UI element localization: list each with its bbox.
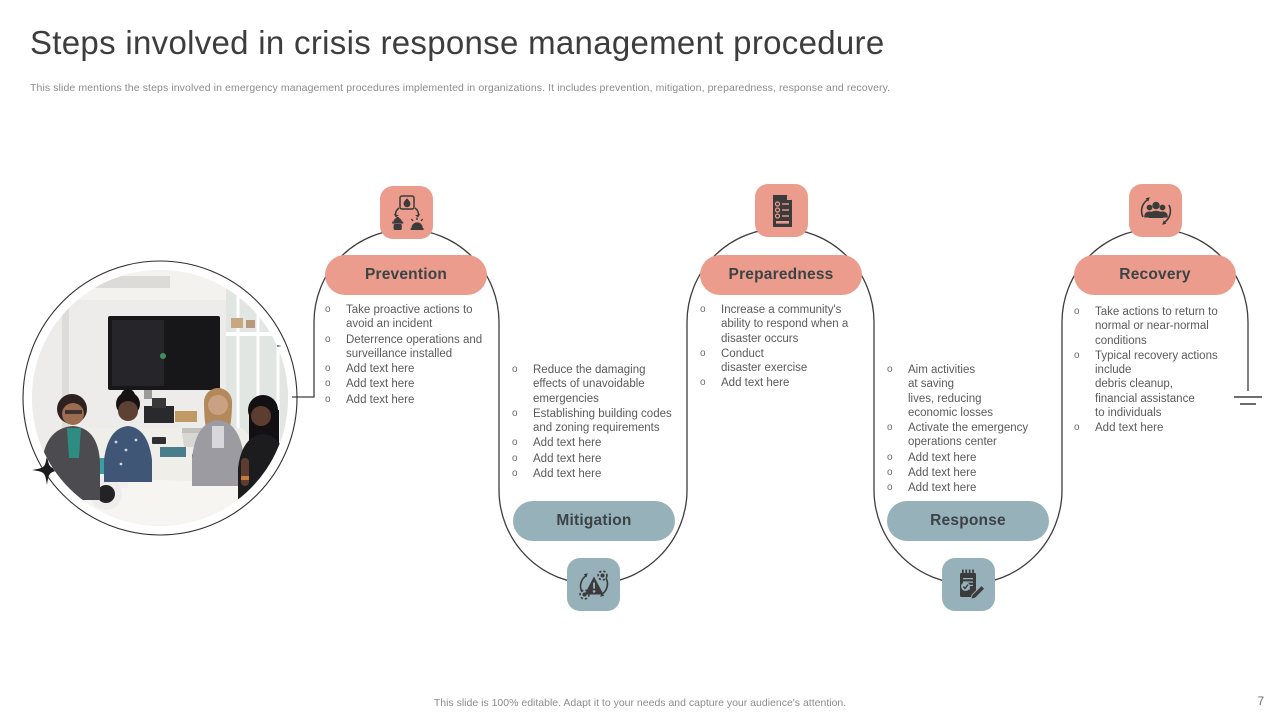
slide-subtitle: This slide mentions the steps involved i…: [30, 82, 891, 94]
bullet-marker: o: [325, 363, 331, 375]
response-label: Response: [887, 501, 1049, 541]
ground-terminal-icon: [1234, 396, 1262, 405]
bullet-item: o Add text here: [509, 467, 685, 481]
bullet-marker: o: [325, 304, 331, 315]
bullet-item: o Typical recovery actions include debris…: [1071, 349, 1247, 420]
bullet-item: o Add text here: [1071, 421, 1247, 435]
bullet-item: o Add text here: [884, 451, 1060, 465]
bullet-item: o Add text here: [697, 376, 873, 390]
bullet-marker: o: [700, 377, 706, 389]
response-bullet-list: o Aim activities at saving lives, reducin…: [884, 363, 1060, 497]
recovery-label: Recovery: [1074, 255, 1236, 295]
bullet-marker: o: [1074, 422, 1080, 434]
bullet-text: Add text here: [908, 482, 977, 495]
bullet-item: o Add text here: [884, 466, 1060, 480]
page-number: 7: [1257, 696, 1264, 708]
bullet-marker: o: [325, 393, 331, 405]
bullet-marker: o: [887, 482, 893, 494]
checklist-document-icon: [755, 184, 808, 237]
prevention-bullet-list: o Take proactive actions to avoid an inci…: [322, 303, 498, 408]
bullet-text: Add text here: [1095, 422, 1164, 435]
bullet-marker: o: [887, 364, 893, 375]
bullet-text: Aim activities at saving lives, reducing…: [908, 364, 994, 419]
bullet-item: o Take proactive actions to avoid an inci…: [322, 303, 498, 332]
bullet-marker: o: [700, 304, 706, 315]
team-meeting-photo: [32, 270, 288, 526]
preparedness-label: Preparedness: [700, 255, 862, 295]
bullet-marker: o: [1074, 306, 1080, 317]
bullet-item: o Conduct disaster exercise: [697, 347, 873, 376]
photo-ring: [22, 260, 298, 536]
bullet-marker: o: [1074, 349, 1080, 361]
notepad-check-pencil-icon: [942, 558, 995, 611]
bullet-item: o Aim activities at saving lives, reducin…: [884, 363, 1060, 420]
mitigation-label: Mitigation: [513, 501, 675, 541]
bullet-marker: o: [512, 437, 518, 449]
bullet-marker: o: [887, 451, 893, 463]
bullet-item: o Add text here: [322, 362, 498, 376]
bullet-text: Take proactive actions to avoid an incid…: [346, 304, 473, 331]
bullet-text: Add text here: [533, 468, 602, 481]
bullet-marker: o: [512, 364, 518, 375]
bullet-item: o Add text here: [884, 481, 1060, 495]
bullet-item: o Take actions to return to normal or nea…: [1071, 305, 1247, 348]
bullet-item: o Deterrence operations and surveillance …: [322, 333, 498, 362]
bullet-item: o Reduce the damaging effects of unavoida…: [509, 363, 685, 406]
bullet-marker: o: [325, 378, 331, 390]
bullet-item: o Add text here: [509, 452, 685, 466]
bullet-text: Activate the emergency operations center: [908, 422, 1029, 449]
bullet-text: Conduct disaster exercise: [721, 347, 808, 375]
bullet-text: Deterrence operations and surveillance i…: [346, 333, 483, 360]
mitigation-bullet-list: o Reduce the damaging effects of unavoida…: [509, 363, 685, 482]
warning-gears-icon: [567, 558, 620, 611]
bullet-item: o Add text here: [322, 377, 498, 391]
bullet-marker: o: [887, 467, 893, 479]
bullet-item: o Add text here: [509, 436, 685, 450]
bullet-marker: o: [700, 347, 706, 359]
bullet-marker: o: [325, 333, 331, 345]
bullet-text: Increase a community's ability to respon…: [721, 304, 849, 345]
bullet-marker: o: [887, 422, 893, 434]
bullet-marker: o: [512, 407, 518, 419]
conference-room-illustration: [32, 270, 288, 526]
fire-prevention-icon: [380, 186, 433, 239]
bullet-item: o Activate the emergency operations cente…: [884, 421, 1060, 450]
page-title: Steps involved in crisis response manage…: [30, 24, 885, 61]
bullet-text: Take actions to return to normal or near…: [1095, 306, 1218, 347]
prevention-label: Prevention: [325, 255, 487, 295]
bullet-item: o Add text here: [322, 393, 498, 407]
recovery-bullet-list: o Take actions to return to normal or nea…: [1071, 305, 1247, 437]
bullet-text: Establishing building codes and zoning r…: [533, 407, 672, 435]
bullet-text: Add text here: [346, 378, 415, 391]
bullet-text: Add text here: [346, 393, 415, 406]
bullet-item: o Increase a community's ability to respo…: [697, 303, 873, 346]
bullet-text: Add text here: [533, 437, 602, 450]
people-recovery-cycle-icon: [1129, 184, 1182, 237]
bullet-item: o Establishing building codes and zoning …: [509, 407, 685, 436]
sparkle-star-icon: [32, 455, 62, 485]
bullet-text: Add text here: [533, 452, 602, 465]
bullet-text: Add text here: [346, 363, 415, 376]
bullet-marker: o: [512, 452, 518, 464]
bullet-text: Add text here: [721, 377, 790, 390]
bullet-text: Add text here: [908, 451, 977, 464]
bullet-text: Typical recovery actions include debris …: [1095, 349, 1218, 420]
bullet-text: Reduce the damaging effects of unavoidab…: [533, 364, 646, 405]
footer-note: This slide is 100% editable. Adapt it to…: [433, 697, 847, 709]
preparedness-bullet-list: o Increase a community's ability to respo…: [697, 303, 873, 392]
bullet-text: Add text here: [908, 467, 977, 480]
bullet-marker: o: [512, 468, 518, 480]
